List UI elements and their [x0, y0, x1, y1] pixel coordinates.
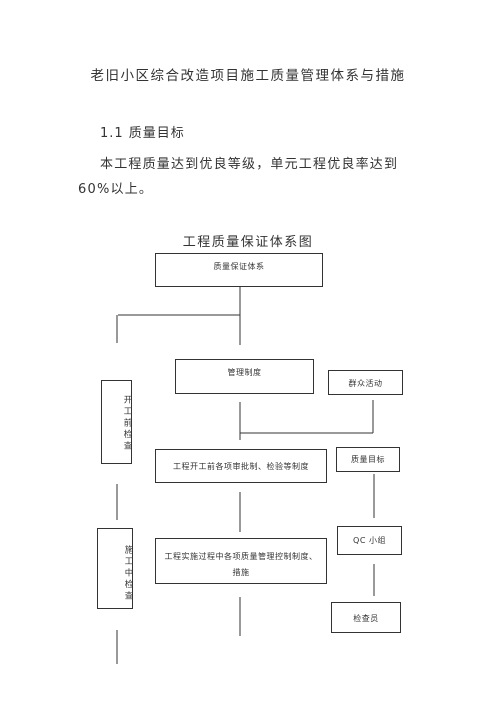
box-pre-start-check: 开工前检查 — [101, 380, 132, 464]
box-mass-activities: 群众活动 — [328, 370, 403, 395]
box-quality-target: 质量目标 — [336, 447, 400, 472]
box-pre-start-approval-label: 工程开工前各项审批制、检验等制度 — [173, 462, 309, 471]
box-in-progress-check: 施工中检查 — [97, 528, 133, 609]
box-implementation-control-label: 工程实施过程中各项质量管理控制制度、措施 — [164, 552, 318, 577]
box-pre-start-approval: 工程开工前各项审批制、检验等制度 — [155, 449, 327, 483]
box-quality-system: 质量保证体系 — [155, 253, 323, 287]
box-quality-system-label: 质量保证体系 — [213, 262, 265, 271]
box-inspector: 检查员 — [331, 602, 401, 633]
box-implementation-control: 工程实施过程中各项质量管理控制制度、措施 — [155, 538, 327, 584]
section-heading: 1.1 质量目标 — [100, 126, 185, 141]
box-quality-target-label: 质量目标 — [351, 455, 385, 464]
box-management-system: 管理制度 — [175, 359, 314, 394]
box-qc-group: QC 小组 — [337, 526, 402, 555]
box-management-system-label: 管理制度 — [227, 368, 262, 377]
box-in-progress-check-label: 施工中检查 — [123, 545, 133, 603]
quality-target-paragraph: 本工程质量达到优良等级，单元工程优良率达到60%以上。 — [78, 157, 399, 197]
box-pre-start-check-label: 开工前检查 — [122, 395, 132, 453]
box-inspector-label: 检查员 — [353, 614, 379, 623]
box-mass-activities-label: 群众活动 — [348, 379, 383, 388]
box-qc-group-label: QC 小组 — [353, 536, 386, 545]
diagram-title: 工程质量保证体系图 — [182, 235, 314, 250]
document-title: 老旧小区综合改造项目施工质量管理体系与措施 — [90, 68, 406, 84]
